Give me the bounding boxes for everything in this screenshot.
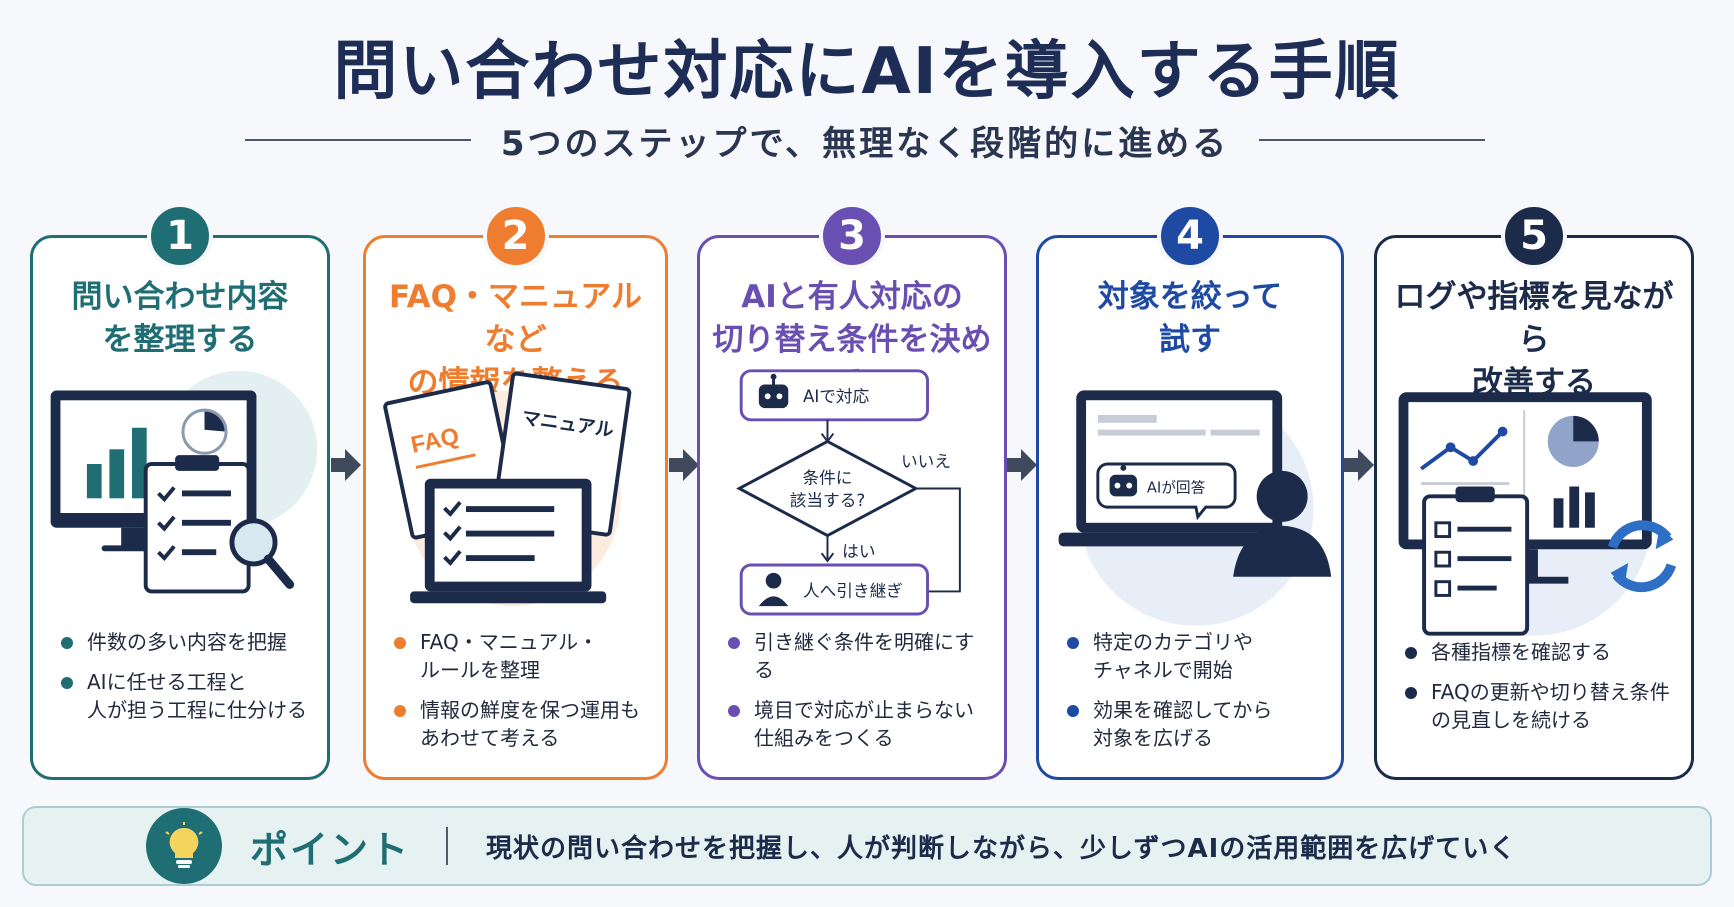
step-card-4: 4 対象を絞って 試す AIが回答 特定のカテゴリや チャネルで開始 効果を確認… [1036, 203, 1344, 780]
documents-laptop-illustration: FAQ マニュアル [383, 371, 632, 607]
subtitle-rule-right [1259, 139, 1486, 141]
step-badge-3: 3 [819, 203, 885, 269]
page-title: 問い合わせ対応にAIを導入する手順 [333, 35, 1401, 109]
bullet-item: 境目で対応が止まらない 仕組みをつくる [728, 696, 990, 752]
point-text: 現状の問い合わせを把握し、人が判断しながら、少しずつAIの活用範囲を広げていく [486, 833, 1517, 864]
laptop-chat-illustration: AIが回答 [1058, 390, 1332, 626]
step-bullets-1: 件数の多い内容を把握 AIに任せる工程と 人が担う工程に仕分ける [61, 628, 313, 736]
arrow-right-icon [1344, 449, 1374, 481]
arrow-right-icon [669, 449, 699, 481]
flow-human-label: 人へ引き継ぎ [803, 581, 903, 600]
step-card-2: 2 FAQ・マニュアルなど の情報を整える FAQ マニュアル FAQ・マニュア… [363, 203, 668, 780]
bullet-item: 件数の多い内容を把握 [61, 628, 313, 656]
bullet-item: AIに任せる工程と 人が担う工程に仕分ける [61, 668, 313, 724]
step-title-1: 問い合わせ内容 を整理する [71, 279, 289, 358]
handoff-flowchart: AIで対応 条件に 該当する? いいえ はい 人へ引き継ぎ [736, 369, 961, 616]
bullet-item: 引き継ぐ条件を明確にする [728, 628, 990, 684]
person-icon [1233, 470, 1332, 577]
flow-condition-line2: 該当する? [790, 491, 865, 510]
flow-yes-label: はい [842, 542, 875, 561]
bullet-item: FAQ・マニュアル・ ルールを整理 [394, 628, 651, 684]
step-bullets-3: 引き継ぐ条件を明確にする 境目で対応が止まらない 仕組みをつくる [728, 628, 990, 764]
robot-icon [758, 373, 789, 409]
bullet-item: 特定のカテゴリや チャネルで開始 [1067, 628, 1327, 684]
bullet-item: 効果を確認してから 対象を広げる [1067, 696, 1327, 752]
point-bar: ポイント 現状の問い合わせを把握し、人が判断しながら、少しずつAIの活用範囲を広… [22, 806, 1712, 886]
bullet-item: 情報の鮮度を保つ運用も あわせて考える [394, 696, 651, 752]
bullet-item: 各種指標を確認する [1405, 638, 1677, 666]
point-divider [446, 827, 449, 865]
bullet-item: FAQの更新や切り替え条件 の見直しを続ける [1405, 678, 1677, 734]
arrow-right-icon [331, 449, 361, 481]
flow-no-label: いいえ [901, 452, 951, 471]
lightbulb-icon [146, 808, 222, 884]
step-card-5: 5 ログや指標を見ながら 改善する 各種指標を確認する FAQの更 [1374, 203, 1694, 780]
refresh-icon [1607, 520, 1677, 593]
step-card-1: 1 問い合わせ内容 を整理する 件数の多い内容を把握 AIに任せる工程と 人が担… [30, 203, 330, 780]
step-bullets-2: FAQ・マニュアル・ ルールを整理 情報の鮮度を保つ運用も あわせて考える [394, 628, 651, 764]
step-badge-4: 4 [1157, 203, 1223, 269]
step-bullets-5: 各種指標を確認する FAQの更新や切り替え条件 の見直しを続ける [1405, 638, 1677, 746]
step-card-3: 3 AIと有人対応の 切り替え条件を決める AIで対応 条件に 該当する? いい… [697, 203, 1007, 780]
step-badge-1: 1 [147, 203, 213, 269]
flow-ai-label: AIで対応 [803, 387, 870, 406]
chat-bubble-text: AIが回答 [1147, 479, 1206, 496]
robot-icon [1109, 464, 1138, 497]
step-badge-5: 5 [1501, 203, 1567, 269]
subtitle: 5つのステップで、無理なく段階的に進める [500, 123, 1230, 164]
dashboard-improve-illustration [1398, 392, 1677, 636]
point-label: ポイント [250, 827, 411, 872]
flow-condition-line1: 条件に [802, 469, 852, 488]
person-icon [758, 572, 789, 607]
step-title-4: 対象を絞って 試す [1097, 279, 1283, 358]
step-title-5: ログや指標を見ながら 改善する [1394, 279, 1674, 401]
step-bullets-4: 特定のカテゴリや チャネルで開始 効果を確認してから 対象を広げる [1067, 628, 1327, 764]
step-title-3: AIと有人対応の 切り替え条件を決める [712, 279, 992, 401]
subtitle-row: 5つのステップで、無理なく段階的に進める [245, 112, 1486, 168]
subtitle-rule-left [245, 139, 471, 141]
step-badge-2: 2 [482, 203, 549, 269]
arrow-right-icon [1007, 449, 1037, 481]
monitor-checklist-illustration [50, 370, 318, 594]
